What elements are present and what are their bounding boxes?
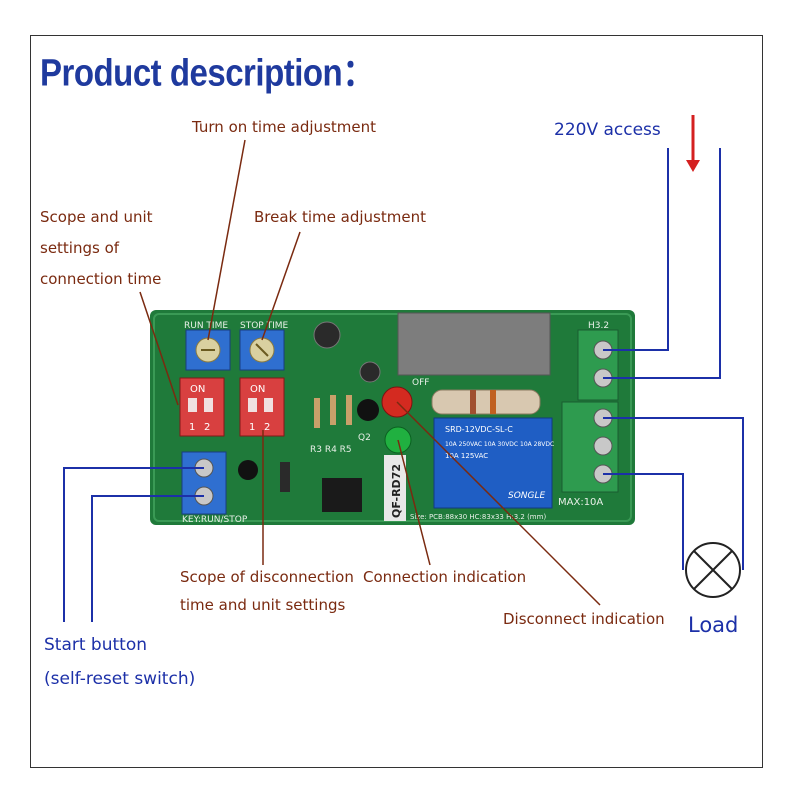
wire-start-2 [91, 495, 204, 622]
label-start-button: Start button (self-reset switch) [44, 628, 195, 696]
wire-load-bottom [603, 473, 684, 570]
label-scope-disconnection-1: Scope of disconnection [180, 568, 354, 586]
label-scope-connection-2: settings of [40, 239, 120, 257]
capacitor-1 [313, 321, 341, 349]
chip-label-box [384, 455, 406, 521]
chip-label: QF-RD72 [390, 464, 403, 518]
leader-connection [397, 439, 431, 566]
label-scope-connection-1: Scope and unit [40, 208, 153, 226]
x-capacitor [397, 312, 551, 376]
transistor-3 [280, 462, 290, 492]
dip-switch-stop[interactable] [239, 377, 285, 437]
dip-run-on: ON [190, 384, 205, 395]
label-load: Load [688, 613, 739, 637]
dip-stop-on: ON [250, 384, 265, 395]
label-disconnect-indication: Disconnect indication [503, 610, 665, 628]
off-label: OFF [412, 378, 429, 388]
capacitor-2 [359, 361, 381, 383]
dip-stop-2: 2 [264, 422, 270, 433]
label-turn-on-time: Turn on time adjustment [192, 118, 376, 136]
label-break-time: Break time adjustment [254, 208, 426, 226]
leader-disconnect [396, 401, 601, 606]
dip-switch-run[interactable] [179, 377, 225, 437]
label-start-button-line2: (self-reset switch) [44, 669, 196, 689]
resistor-2 [330, 395, 336, 425]
transistor-2 [238, 460, 258, 480]
relay-brand: SONGLE [508, 491, 546, 501]
power-resistor [431, 389, 541, 415]
leader-break [261, 231, 301, 341]
pcb-size-label: Size: PCB:88x30 HC:83x33 H:3.2 (mm) [410, 513, 546, 521]
run-time-label: RUN TIME [184, 321, 228, 331]
label-scope-connection-3: connection time [40, 270, 162, 288]
diagram-frame [30, 35, 763, 768]
page-title: Product description： [40, 51, 375, 94]
wire-220v-left [603, 148, 669, 351]
resistor-1 [314, 398, 320, 428]
leader-turn-on [207, 139, 246, 341]
leader-scope-connection [139, 291, 179, 406]
relay [433, 417, 553, 509]
transistor [357, 399, 379, 421]
stop-time-potentiometer[interactable] [239, 329, 285, 371]
label-start-button-line1: Start button [44, 635, 148, 655]
terminal-block-power[interactable] [577, 329, 619, 401]
key-label: KEY:RUN/STOP [182, 515, 248, 525]
start-key-terminal[interactable] [181, 451, 227, 515]
resistor-3 [346, 395, 352, 425]
relay-rating-2: 10A 125VAC [445, 452, 488, 460]
label-scope-disconnection-2: time and unit settings [180, 596, 346, 614]
wire-load-top [603, 417, 744, 570]
arrow-220v-head [686, 160, 700, 172]
label-220v-access: 220V access [554, 120, 661, 140]
resistor-labels: R3 R4 R5 [310, 445, 352, 455]
ic-chip [322, 478, 362, 512]
relay-model: SRD-12VDC-SL-C [445, 425, 513, 434]
wire-start-1 [63, 467, 204, 622]
label-connection-indication: Connection indication [363, 568, 527, 586]
load-lamp-icon [685, 542, 741, 598]
max-label: MAX:10A [558, 497, 603, 508]
stop-time-label: STOP TIME [240, 321, 288, 331]
h3-label: H3.2 [588, 321, 609, 331]
dip-run-1: 1 [189, 422, 195, 433]
terminal-block-load[interactable] [561, 401, 619, 493]
q2-label: Q2 [358, 433, 371, 443]
dip-run-2: 2 [204, 422, 210, 433]
relay-rating: 10A 250VAC 10A 30VDC 10A 28VDC [445, 441, 554, 448]
wire-220v-right [603, 148, 721, 379]
dip-stop-1: 1 [249, 422, 255, 433]
